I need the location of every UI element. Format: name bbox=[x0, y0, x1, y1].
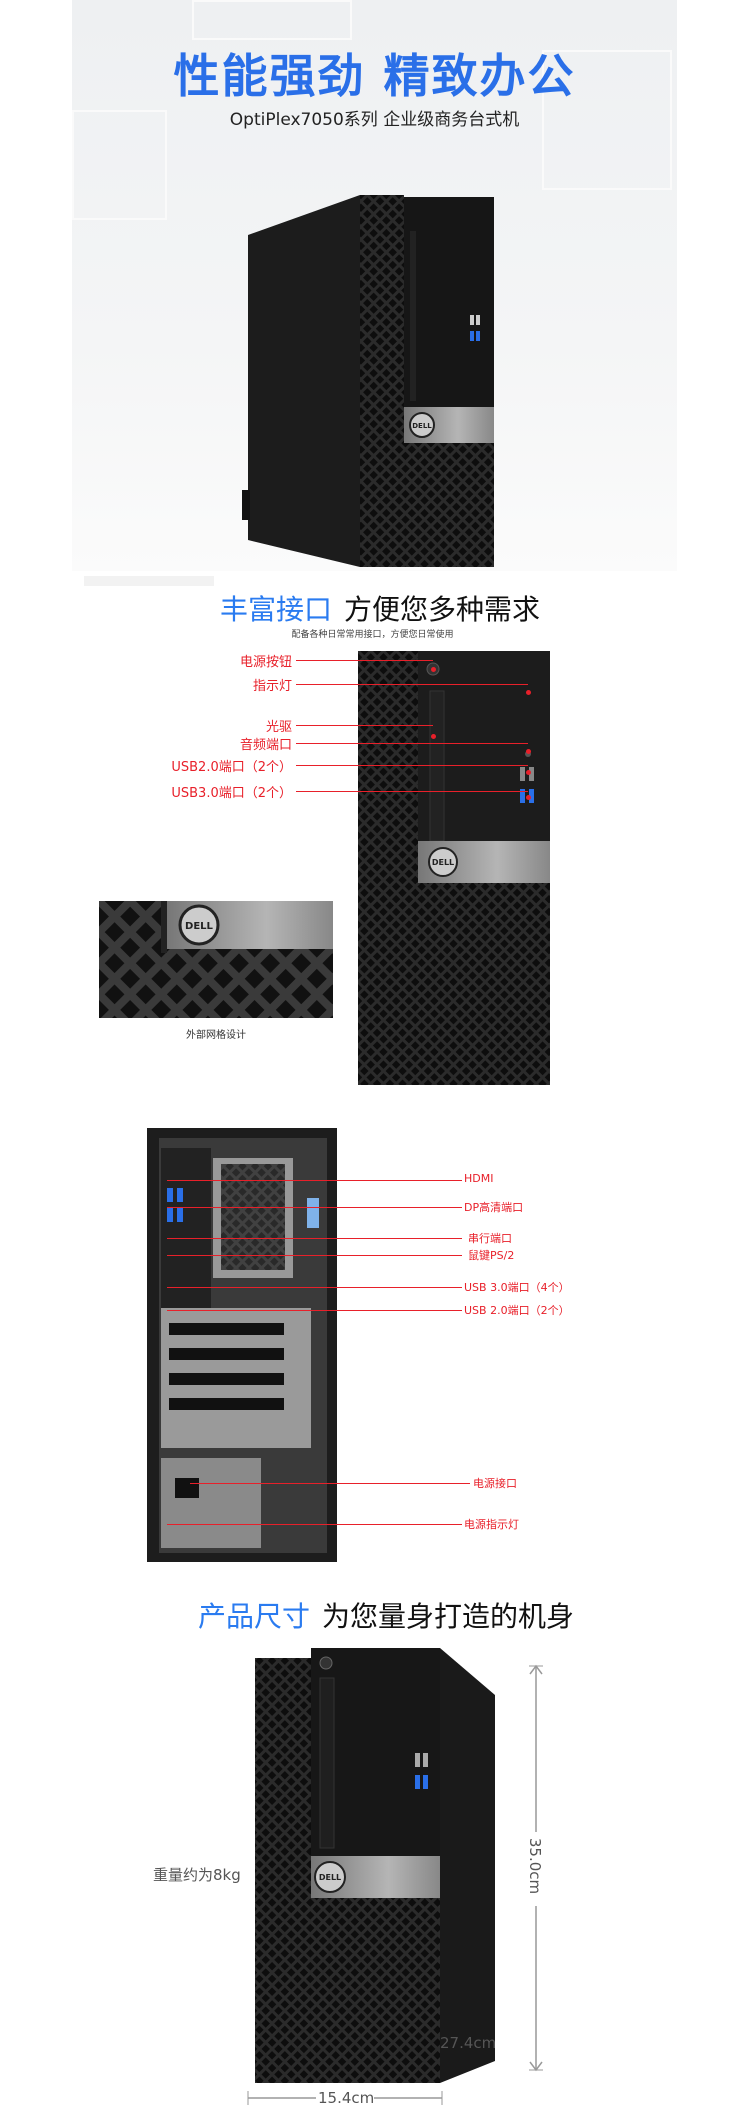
pointer-dot bbox=[526, 770, 531, 775]
decor bbox=[72, 110, 167, 220]
label-usb3-rear: USB 3.0端口（4个） bbox=[464, 1281, 570, 1294]
label-optical-drive: 光驱 bbox=[265, 720, 292, 735]
svg-text:DELL: DELL bbox=[432, 858, 454, 867]
label-usb2-rear: USB 2.0端口（2个） bbox=[464, 1304, 570, 1317]
label-power-button: 电源按钮 bbox=[239, 655, 292, 670]
weight-label: 重量约为8kg bbox=[153, 1866, 241, 1884]
pointer-line bbox=[167, 1180, 462, 1181]
svg-text:DELL: DELL bbox=[185, 921, 214, 932]
grille-closeup-image: DELL bbox=[99, 901, 333, 1018]
pointer-line bbox=[296, 660, 433, 661]
pointer-dot bbox=[526, 690, 531, 695]
title-highlight: 产品尺寸 bbox=[198, 1600, 311, 1633]
pointer-line bbox=[296, 743, 528, 744]
pointer-line bbox=[167, 1310, 462, 1311]
width-dimension-arrow bbox=[247, 2091, 443, 2105]
pointer-dot bbox=[431, 667, 436, 672]
label-usb2-front: USB2.0端口（2个） bbox=[171, 760, 292, 775]
pointer-dot bbox=[526, 795, 531, 800]
pointer-line bbox=[167, 1207, 462, 1208]
pointer-dot bbox=[526, 749, 531, 754]
title-rest: 方便您多种需求 bbox=[344, 593, 541, 626]
hero-tower-image: DELL bbox=[242, 195, 494, 567]
pointer-line bbox=[167, 1524, 462, 1525]
pointer-dot bbox=[431, 734, 436, 739]
depth-label: 27.4cm bbox=[440, 2034, 497, 2052]
label-audio-port: 音频端口 bbox=[239, 738, 292, 753]
height-label: 35.0cm bbox=[526, 1837, 544, 1895]
label-indicator: 指示灯 bbox=[252, 679, 292, 694]
height-dimension-arrow bbox=[529, 1664, 543, 2072]
width-label: 15.4cm bbox=[318, 2089, 375, 2107]
ports-section-subtitle: 配备各种日常常用接口，方便您日常使用 bbox=[291, 630, 454, 640]
pointer-line bbox=[167, 1238, 462, 1239]
pointer-line bbox=[167, 1287, 462, 1288]
dell-logo: DELL bbox=[412, 422, 432, 430]
front-tower-image: DELL bbox=[358, 651, 550, 1085]
decor bbox=[542, 50, 672, 190]
ports-section-title: 丰富接口方便您多种需求 bbox=[220, 588, 540, 628]
svg-text:DELL: DELL bbox=[319, 1873, 341, 1882]
label-power-connector: 电源接口 bbox=[473, 1477, 517, 1490]
label-dp: DP高清端口 bbox=[464, 1201, 524, 1214]
label-ps2: 鼠键PS/2 bbox=[468, 1249, 515, 1262]
divider bbox=[84, 576, 214, 586]
pointer-line bbox=[167, 1255, 462, 1256]
pointer-line bbox=[190, 1483, 470, 1484]
size-tower-image: DELL bbox=[255, 1648, 495, 2083]
decor bbox=[192, 0, 352, 40]
title-rest: 为您量身打造的机身 bbox=[322, 1600, 575, 1633]
pointer-line bbox=[296, 791, 528, 792]
pointer-line bbox=[296, 765, 528, 766]
title-highlight: 丰富接口 bbox=[220, 593, 333, 626]
label-power-light: 电源指示灯 bbox=[464, 1518, 519, 1531]
label-hdmi: HDMI bbox=[464, 1172, 494, 1185]
hero-subtitle: OptiPlex7050系列 企业级商务台式机 bbox=[229, 110, 520, 130]
label-serial: 串行端口 bbox=[468, 1232, 512, 1245]
pointer-line bbox=[296, 725, 433, 726]
label-usb3-front: USB3.0端口（2个） bbox=[171, 786, 292, 801]
grille-caption: 外部网格设计 bbox=[186, 1030, 246, 1041]
rear-tower-image bbox=[147, 1128, 337, 1562]
size-section-title: 产品尺寸为您量身打造的机身 bbox=[198, 1595, 574, 1635]
pointer-line bbox=[296, 684, 528, 685]
hero-title: 性能强劲 精致办公 bbox=[173, 49, 576, 103]
